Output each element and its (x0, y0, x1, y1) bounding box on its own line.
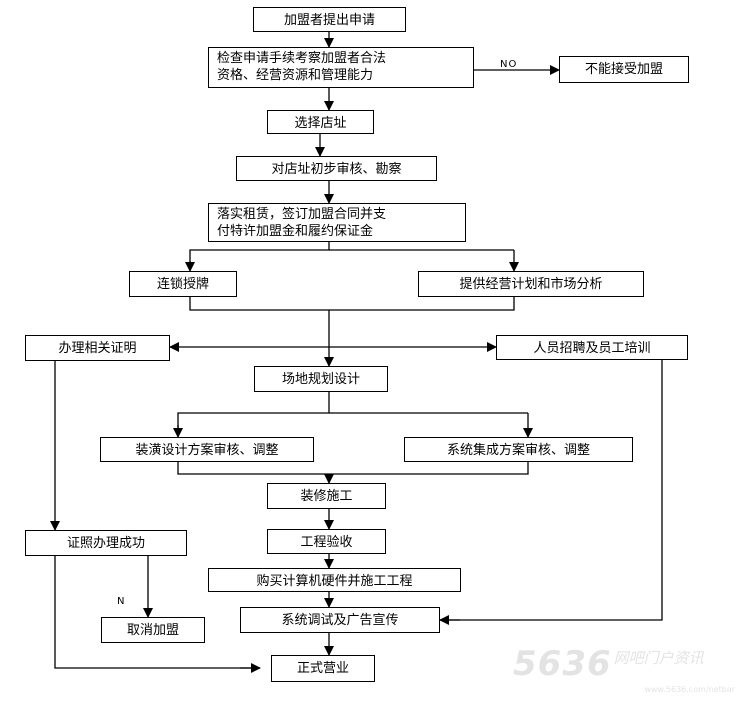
node-permits: 办理相关证明 (25, 335, 170, 361)
edge-lease-split (189, 242, 330, 270)
node-check-line1: 检查申请手续考察加盟者合法 (217, 51, 387, 66)
node-hiring: 人员招聘及员工培训 (496, 335, 688, 360)
node-system-design: 系统集成方案审核、调整 (404, 437, 633, 462)
watermark-text: 网吧门户资讯 (613, 649, 704, 667)
node-lease-line2: 付特许加盟金和履约保证金 (217, 224, 374, 239)
node-check-line2: 资格、经营资源和管理能力 (217, 68, 374, 83)
node-lease-line1: 落实租赁，签订加盟合同并支 (217, 207, 387, 222)
node-debugging: 系统调试及广告宣传 (240, 607, 440, 633)
edge-label-n: N (117, 596, 126, 607)
node-select-site: 选择店址 (267, 110, 374, 134)
edge-label-no: NO (500, 59, 518, 70)
node-purchase: 购买计算机硬件并施工工程 (208, 568, 461, 592)
node-cancel: 取消加盟 (101, 617, 205, 643)
node-reject: 不能接受加盟 (559, 56, 689, 83)
watermark-number: 5636 (513, 644, 612, 684)
node-construction: 装修施工 (267, 483, 386, 509)
watermark-url: www.5636.com/netbar (644, 685, 735, 694)
edge-hiring-debugging (440, 360, 663, 621)
edge-planning-split (177, 392, 330, 436)
node-site-review: 对店址初步审核、勘察 (236, 156, 437, 181)
node-chain-license: 连锁授牌 (129, 271, 237, 297)
edge-success-opening (54, 556, 259, 669)
node-inspection: 工程验收 (267, 529, 386, 554)
node-decor-design: 装潢设计方案审核、调整 (100, 437, 314, 462)
node-lease: 落实租赁，签订加盟合同并支 付特许加盟金和履约保证金 (208, 203, 466, 242)
node-site-planning: 场地规划设计 (254, 366, 388, 392)
node-business-plan: 提供经营计划和市场分析 (418, 271, 644, 297)
node-permit-success: 证照办理成功 (25, 530, 187, 556)
edge-merge (189, 297, 515, 311)
node-apply: 加盟者提出申请 (253, 7, 406, 32)
node-opening: 正式营业 (271, 655, 375, 682)
node-check: 检查申请手续考察加盟者合法 资格、经营资源和管理能力 (208, 47, 474, 88)
edge-design-merge (177, 462, 529, 475)
